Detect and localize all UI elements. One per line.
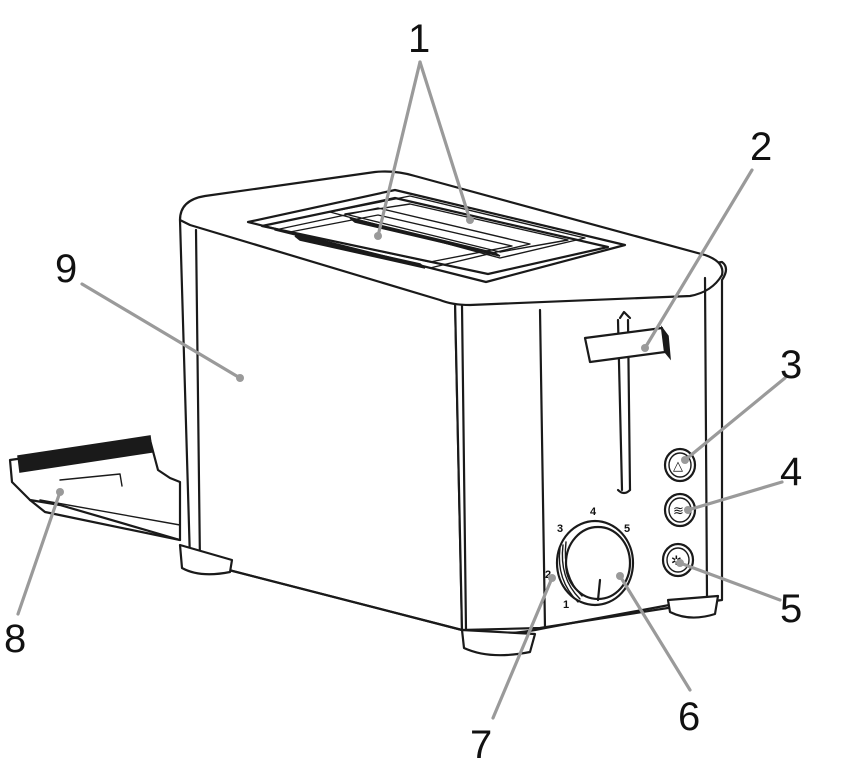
callout-9: 9 <box>55 247 77 291</box>
callout-1: 1 <box>408 17 430 61</box>
dial-mark-5: 5 <box>624 523 630 535</box>
callout-6: 6 <box>678 695 700 739</box>
callout-5: 5 <box>780 587 802 631</box>
eject-icon: △ <box>673 459 683 474</box>
button-reheat[interactable]: ≋ <box>663 492 697 528</box>
dial-mark-1: 1 <box>563 599 569 611</box>
bread-lever[interactable] <box>583 310 671 495</box>
dial-mark-2: 2 <box>545 569 551 581</box>
callout-labels: 1 2 3 4 5 6 7 8 9 <box>4 17 802 767</box>
leader-lines <box>16 60 787 720</box>
callout-7: 7 <box>470 723 492 767</box>
dial-mark-3: 3 <box>557 523 563 535</box>
callout-3: 3 <box>780 343 802 387</box>
callout-4: 4 <box>780 450 802 494</box>
toaster-body <box>178 170 728 657</box>
reheat-icon: ≋ <box>673 504 684 519</box>
crumb-tray <box>8 435 182 542</box>
callout-2: 2 <box>750 125 772 169</box>
browning-dial[interactable]: 1 2 3 4 5 <box>545 506 635 611</box>
dial-mark-4: 4 <box>590 506 597 518</box>
callout-8: 8 <box>4 617 26 661</box>
